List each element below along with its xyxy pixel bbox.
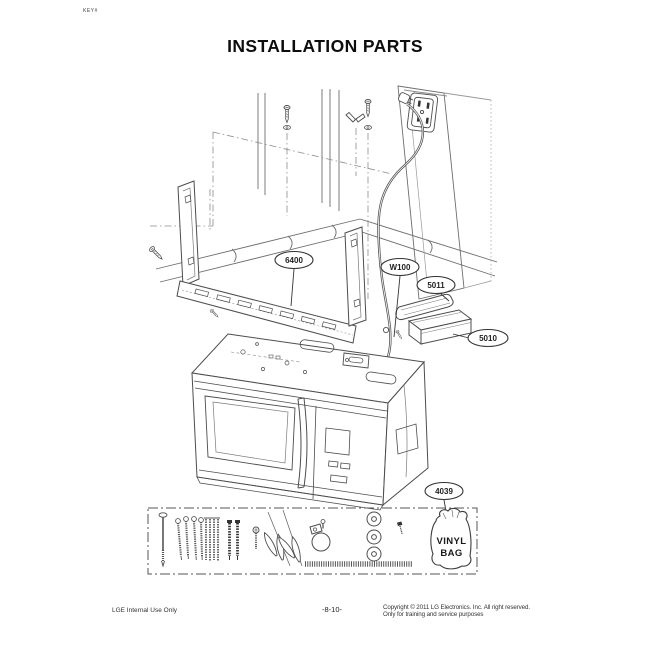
callout-exhaust-adapter: 5011 bbox=[416, 275, 456, 302]
hardware-box-outline bbox=[147, 507, 478, 575]
screw-cluster-icon bbox=[175, 516, 204, 561]
callout-label-hardware-kit: 4039 bbox=[435, 487, 453, 496]
cord-bracket-icon bbox=[342, 352, 370, 369]
alignment-dashed-lines bbox=[150, 128, 393, 299]
power-cord-illustration bbox=[377, 92, 425, 358]
callout-oval bbox=[467, 328, 509, 348]
plate-screw-icon bbox=[209, 308, 220, 319]
footer-copyright-line2: Only for training and service purposes bbox=[383, 611, 484, 618]
mounting-screw-icon bbox=[364, 99, 372, 117]
corner-mark: KEY# bbox=[83, 8, 98, 14]
callout-damper: 5010 bbox=[452, 328, 509, 348]
toggle-bolts-icon bbox=[261, 509, 303, 567]
washers-icon bbox=[366, 511, 382, 562]
damper-illustration bbox=[407, 309, 473, 345]
callout-oval bbox=[380, 257, 420, 277]
page-title: INSTALLATION PARTS bbox=[227, 36, 423, 56]
small-screw-icon bbox=[252, 526, 260, 549]
footer-copyright: Copyright © 2011 LG Electronics. Inc. Al… bbox=[383, 604, 553, 618]
wall-plate-illustration bbox=[176, 180, 367, 344]
callout-label-power-cord: W100 bbox=[390, 263, 411, 272]
callout-hardware-kit: 4039 bbox=[424, 481, 464, 512]
footer-page-number: -8-10- bbox=[322, 605, 343, 614]
long-bolt-icon bbox=[158, 512, 168, 568]
vinyl-bag-label-line1: VINYL bbox=[437, 536, 467, 547]
control-panel-icon bbox=[324, 427, 351, 484]
vinyl-bag-label-line2: BAG bbox=[440, 548, 462, 559]
callout-label-exhaust-adapter: 5011 bbox=[427, 281, 445, 290]
cord-grommet-icon bbox=[382, 326, 390, 334]
plug-icon bbox=[397, 92, 414, 105]
toggle-anchor-icon bbox=[345, 111, 366, 123]
footer-internal-use: LGE Internal Use Only bbox=[112, 607, 178, 614]
clamp-icon bbox=[309, 519, 331, 552]
door-handle-icon bbox=[297, 397, 308, 489]
mounting-screw-icon bbox=[283, 105, 291, 123]
lag-screws-icon bbox=[227, 520, 240, 560]
footer-copyright-line1: Copyright © 2011 LG Electronics. Inc. Al… bbox=[383, 604, 530, 611]
callout-oval bbox=[424, 481, 464, 501]
power-outlet-illustration bbox=[406, 92, 439, 133]
microwave-illustration bbox=[190, 333, 429, 511]
callout-wall-plate: 6400 bbox=[274, 250, 314, 307]
exhaust-adapter-illustration bbox=[395, 293, 454, 321]
cabinet-illustration bbox=[155, 85, 498, 300]
plate-screw-icon bbox=[148, 245, 165, 262]
callout-oval bbox=[274, 250, 314, 270]
callout-oval bbox=[416, 275, 456, 295]
vinyl-bag-illustration: VINYL BAG bbox=[430, 507, 472, 570]
callout-label-wall-plate: 6400 bbox=[285, 256, 303, 265]
tiny-screw-icon bbox=[397, 521, 403, 534]
callout-power-cord: W100 bbox=[380, 257, 420, 338]
cord-screw-icon bbox=[395, 329, 404, 340]
callout-label-damper: 5010 bbox=[479, 334, 497, 343]
hardware-kit-box: VINYL BAG bbox=[147, 507, 478, 575]
long-screws-icon bbox=[204, 517, 220, 561]
mounting-screws bbox=[148, 99, 372, 319]
